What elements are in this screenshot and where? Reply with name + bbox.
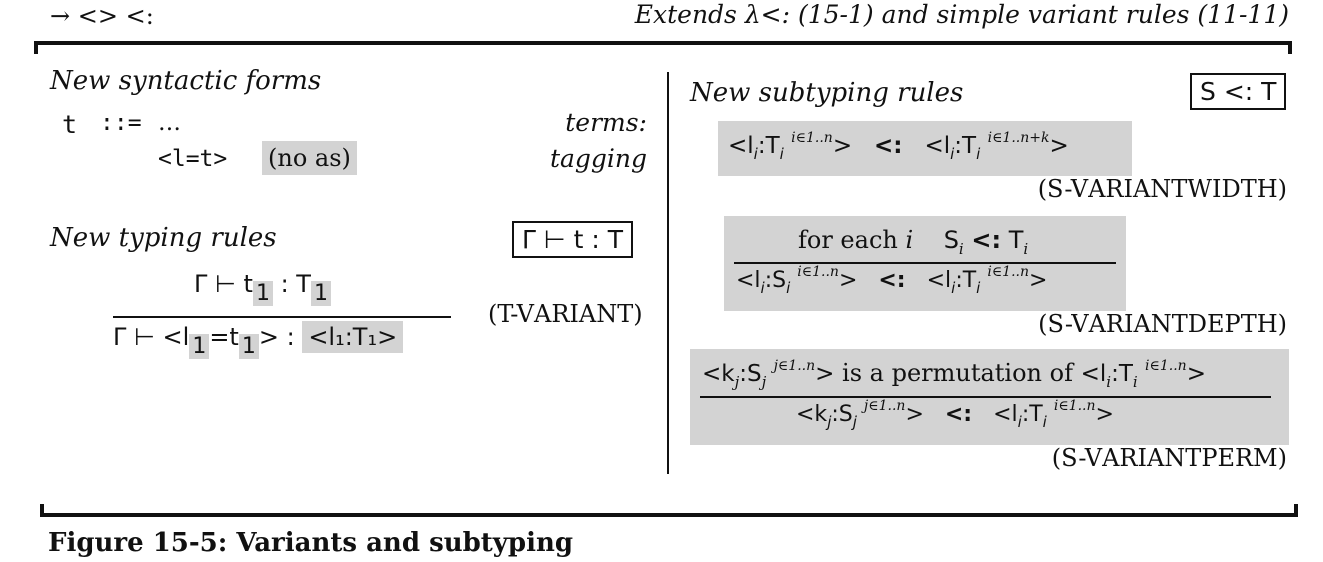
s-variant-perm-rule: <kj:Sj j∈1..n> is a permutation of <li:T…: [690, 349, 1289, 445]
s-variant-perm-premise: <kj:Sj j∈1..n> is a permutation of <li:T…: [702, 358, 1206, 391]
header-symbols: → <> <:: [50, 2, 154, 30]
bottom-rule-right-tick: [1294, 504, 1298, 517]
s-variant-perm-conclusion: <kj:Sj j∈1..n> <: <li:Ti i∈1..n>: [796, 398, 1114, 431]
no-as-note: (no as): [262, 141, 357, 175]
tagging-label: tagging: [549, 144, 647, 173]
subtyping-judgment-box: S <: T: [1190, 73, 1287, 110]
header-extends-text: Extends λ<: (15-1) and simple variant ru…: [634, 0, 1289, 29]
syntax-heading: New syntactic forms: [50, 66, 322, 96]
bottom-rule-left-tick: [40, 504, 44, 517]
column-divider: [667, 72, 669, 474]
subtyping-heading: New subtyping rules: [690, 78, 964, 108]
typing-judgment-box: Γ ⊢ t : T: [512, 221, 633, 258]
top-rule-right-tick: [1288, 41, 1292, 54]
s-variant-width-rule: <li:Ti i∈1..n> <: <li:Ti i∈1..n+k>: [718, 121, 1132, 176]
t-variant-rule-name: (T-VARIANT): [488, 300, 643, 328]
s-variant-perm-rule-name: (S-VARIANTPERM): [1051, 444, 1287, 472]
typing-heading: New typing rules: [50, 223, 277, 253]
s-variant-depth-conclusion: <li:Si i∈1..n> <: <li:Ti i∈1..n>: [736, 264, 1048, 297]
s-variant-depth-rule-name: (S-VARIANTDEPTH): [1038, 310, 1287, 338]
terms-label: terms:: [565, 108, 647, 137]
tag-form: <l=t>: [158, 146, 228, 172]
syntax-defn: ::=: [100, 110, 142, 136]
s-variant-depth-premise: for each i Si <: Ti: [798, 226, 1029, 258]
s-variant-depth-fraction-line: [734, 262, 1116, 264]
syntax-ellipsis: …: [158, 110, 181, 136]
t-variant-fraction-line: [113, 316, 451, 318]
bottom-rule: [40, 513, 1298, 517]
s-variant-perm-fraction-line: [700, 396, 1271, 398]
figure-caption: Figure 15-5: Variants and subtyping: [48, 528, 574, 558]
syntax-t: t: [62, 110, 78, 139]
s-variant-width-rule-name: (S-VARIANTWIDTH): [1037, 175, 1287, 203]
s-variant-depth-rule: for each i Si <: Ti <li:Si i∈1..n> <: <l…: [724, 216, 1126, 311]
s-variant-width-formula: <li:Ti i∈1..n> <: <li:Ti i∈1..n+k>: [728, 130, 1069, 163]
top-rule-left-tick: [34, 41, 38, 54]
top-rule: [34, 41, 1292, 45]
